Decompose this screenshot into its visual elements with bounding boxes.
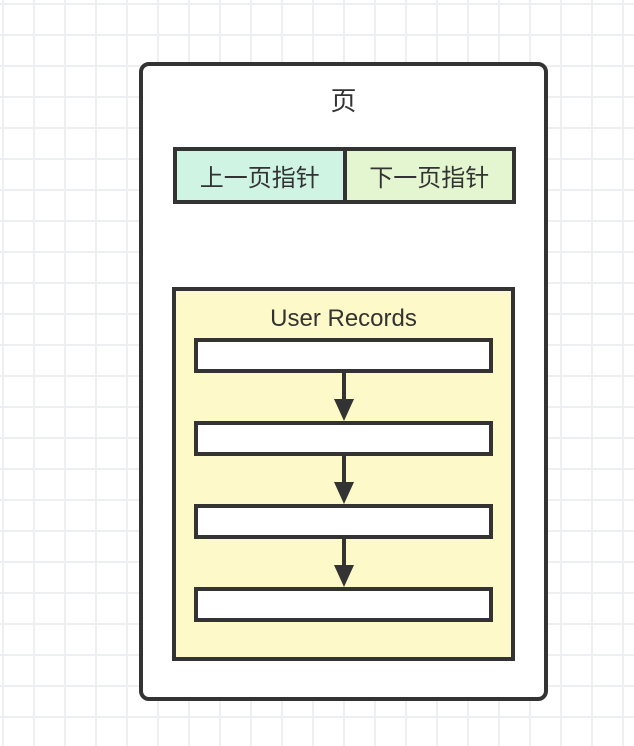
record-slot (194, 421, 493, 456)
arrow-shaft (341, 539, 346, 565)
down-arrow-icon (333, 539, 354, 587)
record-slot (194, 338, 493, 373)
page-title: 页 (330, 86, 357, 116)
down-arrow-icon (333, 373, 354, 421)
pointer-row: 上一页指针 下一页指针 (173, 147, 516, 204)
down-arrow-icon (333, 456, 354, 504)
record-slot (194, 587, 493, 622)
user-records-box: User Records (172, 287, 515, 661)
user-records-title: User Records (270, 304, 417, 332)
next-page-pointer-cell: 下一页指针 (346, 151, 512, 200)
arrow-head-icon (333, 399, 354, 421)
record-slot (194, 504, 493, 539)
prev-page-pointer-cell: 上一页指针 (177, 151, 347, 200)
page-container: 页 上一页指针 下一页指针 User Records (139, 62, 548, 701)
arrow-head-icon (333, 565, 354, 587)
arrow-shaft (341, 456, 346, 482)
arrow-shaft (341, 373, 346, 399)
user-records-list (194, 338, 493, 622)
arrow-head-icon (333, 482, 354, 504)
